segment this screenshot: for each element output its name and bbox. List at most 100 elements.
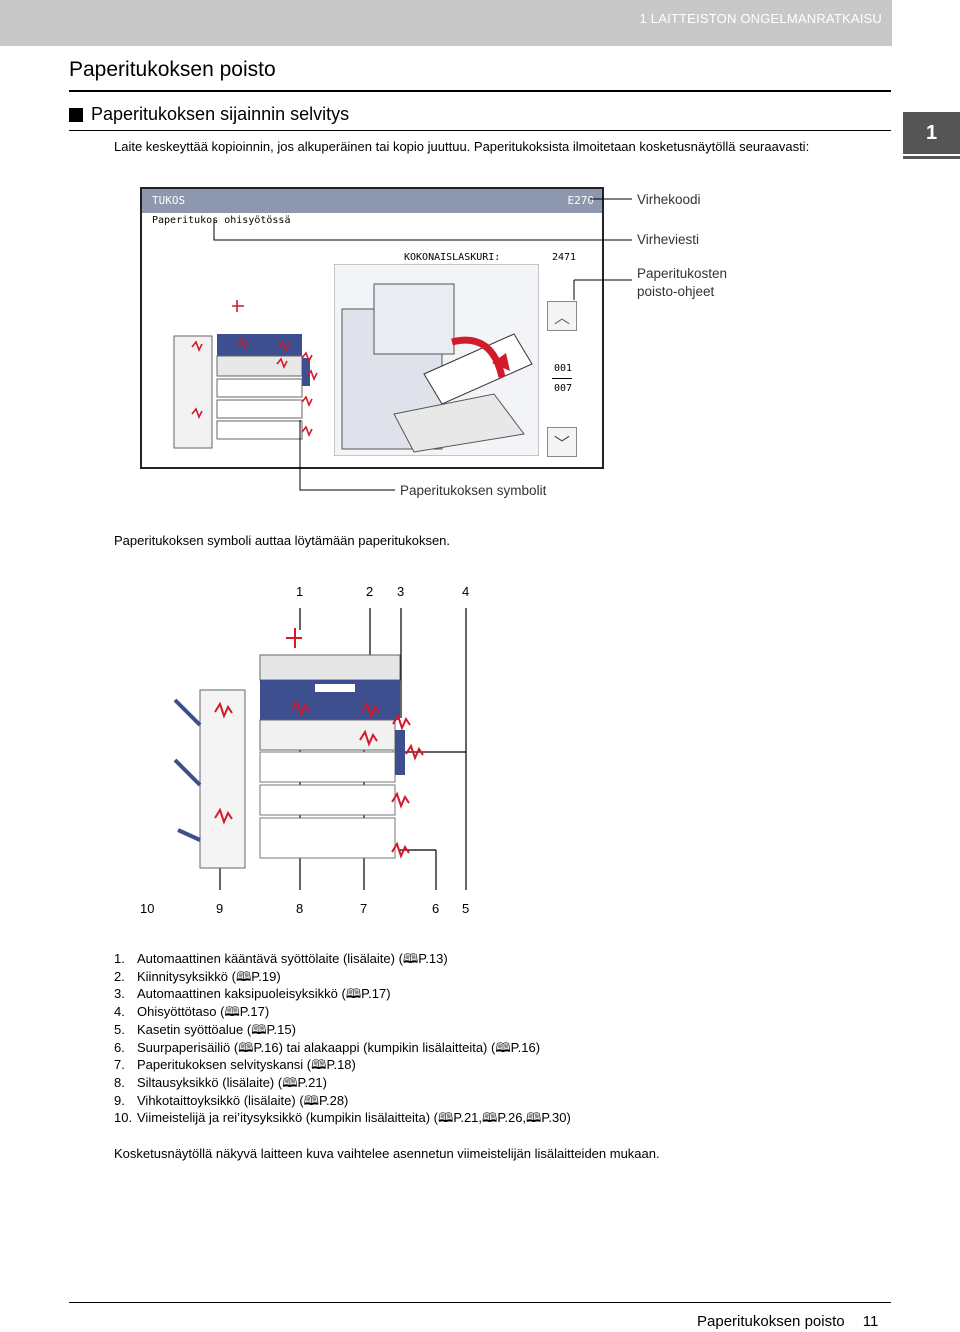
page-current: 001 [554,363,573,374]
diagram-label-2: 2 [366,584,374,599]
book-icon: 🕮 [402,951,419,966]
list-item: 10.Viimeistelijä ja rei’itysyksikkö (kum… [114,1109,571,1127]
section-heading: Paperitukoksen sijainnin selvitys [69,104,349,125]
screen-titlebar: TUKOS E270 [142,189,602,213]
page-ref-link[interactable]: P.21) [297,1074,327,1090]
list-item-text: Automaattinen kaksipuoleisyksikkö ( [137,986,346,1002]
diagram-label-5: 5 [462,901,470,916]
footer-rule [69,1302,891,1303]
list-item: 2.Kiinnitysyksikkö (🕮P.19) [114,968,571,986]
footer: Paperitukoksen poisto 11 [697,1313,878,1330]
book-icon: 🕮 [345,986,362,1002]
diagram-label-7: 7 [360,901,368,916]
list-item: 8.Siltausyksikkö (lisälaite) (🕮P.21) [114,1074,571,1092]
page-ref-link[interactable]: P.17) [239,1004,270,1020]
chevron-up-icon: ︿ [553,310,570,327]
page-ref-link[interactable]: P.15) [266,1021,296,1037]
page-ref-link[interactable]: P.18) [326,1057,356,1073]
callout-instructions-line2: poisto-ohjeet [637,284,715,299]
diagram-label-6: 6 [432,901,440,916]
page-ref-link[interactable]: P.13) [418,951,448,966]
page-ref-link[interactable]: P.16) tai alakaappi (kumpikin lisälaitte… [253,1039,496,1055]
symbol-note: Paperitukoksen symboli auttaa löytämään … [114,533,451,548]
callout-instructions-line1: Paperitukosten [637,266,728,281]
book-icon: 🕮 [495,1039,511,1055]
page-number: 11 [862,1313,879,1330]
page-ref-link[interactable]: P.30) [541,1110,571,1126]
running-header-label: 1 LAITTEISTON ONGELMANRATKAISU [639,11,882,26]
page-divider [552,378,572,379]
page-total: 007 [554,383,573,394]
list-item-text: Vihkotaittoyksikkö (lisälaite) ( [137,1092,304,1108]
list-item: 5.Kasetin syöttöalue (🕮P.15) [114,1021,571,1039]
scroll-up-button[interactable]: ︿ [547,301,577,331]
list-item-text: Kiinnitysyksikkö ( [137,968,236,984]
scroll-down-button[interactable]: ﹀ [547,427,577,457]
page-ref-link[interactable]: P.26, [497,1110,527,1126]
intro-text: Laite keskeyttää kopioinnin, jos alkuper… [114,139,810,154]
page-ref-link[interactable]: P.16) [510,1039,541,1055]
list-item-number: 9. [114,1092,125,1108]
page-ref-link[interactable]: P.19) [251,968,281,984]
callout-error-message: Virheviesti [637,232,700,247]
list-item-text: Paperitukoksen selvityskansi ( [137,1057,312,1073]
book-icon: 🕮 [438,1110,454,1126]
list-item-text: Viimeistelijä ja rei’itysyksikkö (kumpik… [137,1110,439,1126]
list-item: 9. Vihkotaittoyksikkö (lisälaite) (🕮P.28) [114,1092,571,1110]
list-item-text: Ohisyöttötaso ( [137,1004,225,1020]
list-item-number: 2. [114,968,125,984]
book-icon: 🕮 [224,1004,240,1020]
list-item: 4. Ohisyöttötaso (🕮P.17) [114,1003,571,1021]
screen-title: TUKOS [152,194,186,207]
note-text: Kosketusnäytöllä näkyvä laitteen kuva va… [114,1146,660,1161]
callout-instructions: Paperitukosten poisto-ohjeet [637,265,727,301]
book-icon: 🕮 [303,1092,319,1108]
diagram-label-8: 8 [296,901,304,916]
list-item: 1. Automaattinen kääntävä syöttölaite (li… [114,950,571,968]
error-message: Paperitukos ohisyötössä [152,215,291,226]
book-icon: 🕮 [311,1057,327,1073]
list-item-number: 8. [114,1074,125,1090]
bullet-square-icon [69,107,83,122]
list-item-number: 10. [114,1110,133,1126]
list-item: 3. Automaattinen kaksipuoleisyksikkö (🕮P.… [114,985,571,1003]
counter-value: 2471 [552,252,577,263]
touch-screen-mockup: TUKOS E270 Paperitukos ohisyötössä KOKON… [140,187,604,469]
book-icon: 🕮 [238,1039,254,1055]
page-ref-link[interactable]: P.21, [453,1110,483,1126]
diagram-label-3: 3 [397,584,405,599]
running-header: 1 LAITTEISTON ONGELMANRATKAISU [0,0,892,46]
list-item-number: 4. [114,1004,125,1020]
list-item-number: 6. [114,1039,125,1055]
chevron-down-icon: ﹀ [553,436,570,453]
diagram-label-10: 10 [140,901,155,916]
diagram-label-1: 1 [296,584,304,599]
title-rule [69,90,891,92]
list-item-text: Automaattinen kääntävä syöttölaite (lisä… [137,951,403,966]
footer-title: Paperitukoksen poisto [697,1313,845,1330]
machine-jam-locations-diagram [173,608,467,890]
list-item: 7. Paperitukoksen selvityskansi (🕮P.18) [114,1056,571,1074]
machine-overview-illustration [173,300,318,449]
page-title: Paperitukoksen poisto [69,58,276,81]
list-item-number: 1. [114,951,125,966]
callout-error-code: Virhekoodi [637,192,701,207]
counter-label: KOKONAISLASKURI: [404,252,501,263]
list-item-number: 7. [114,1057,125,1073]
callout-symbols: Paperitukoksen symbolit [400,483,547,498]
book-icon: 🕮 [251,1021,267,1037]
list-item-text: Suurpaperisäiliö ( [137,1039,239,1055]
list-item-number: 5. [114,1021,125,1037]
book-icon: 🕮 [526,1110,542,1126]
error-code: E270 [567,194,595,207]
book-icon: 🕮 [482,1110,498,1126]
section-rule [69,130,891,131]
page-ref-link[interactable]: P.28) [318,1092,349,1108]
jam-location-list: 1. Automaattinen kääntävä syöttölaite (li… [114,950,571,1127]
list-item-text: Siltausyksikkö (lisälaite) ( [137,1074,283,1090]
chapter-tab-underline [903,156,960,159]
jam-removal-instruction-image [334,264,539,456]
list-item-number: 3. [114,986,125,1002]
page-ref-link[interactable]: P.17) [361,986,391,1002]
list-item: 6.Suurpaperisäiliö (🕮P.16) tai alakaappi… [114,1039,571,1057]
